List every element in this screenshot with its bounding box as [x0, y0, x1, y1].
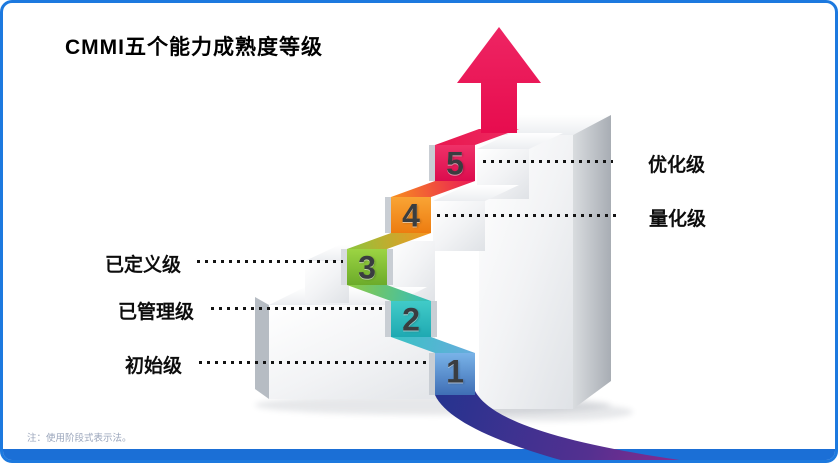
step-block-4 [433, 185, 519, 251]
step-number-1: 1 [446, 353, 464, 390]
bottom-accent-bar [3, 449, 835, 460]
flow-ribbon [435, 391, 680, 460]
staircase-diagram [255, 27, 680, 460]
step-number-2: 2 [402, 301, 420, 338]
connector-line-3 [197, 260, 343, 263]
label-level-3: 已定义级 [104, 255, 181, 276]
up-arrow-icon [457, 27, 541, 133]
step-number-4: 4 [402, 197, 420, 234]
connector-line-4 [437, 214, 619, 217]
footnote: 注：使用阶段式表示法。 [27, 433, 132, 444]
channel-walls [341, 145, 437, 395]
step-number-5: 5 [446, 145, 464, 182]
connector-line-2 [211, 307, 383, 310]
ribbon-path [347, 129, 519, 395]
column-block [479, 115, 611, 409]
label-level-2: 已管理级 [117, 302, 194, 323]
step-number-3: 3 [358, 249, 376, 286]
connector-line-5 [483, 160, 613, 163]
page-title: CMMI五个能力成熟度等级 [65, 36, 323, 59]
label-level-1: 初始级 [124, 356, 182, 377]
label-level-5: 优化级 [648, 155, 706, 176]
label-level-4: 量化级 [649, 209, 707, 230]
connector-line-1 [199, 361, 431, 364]
